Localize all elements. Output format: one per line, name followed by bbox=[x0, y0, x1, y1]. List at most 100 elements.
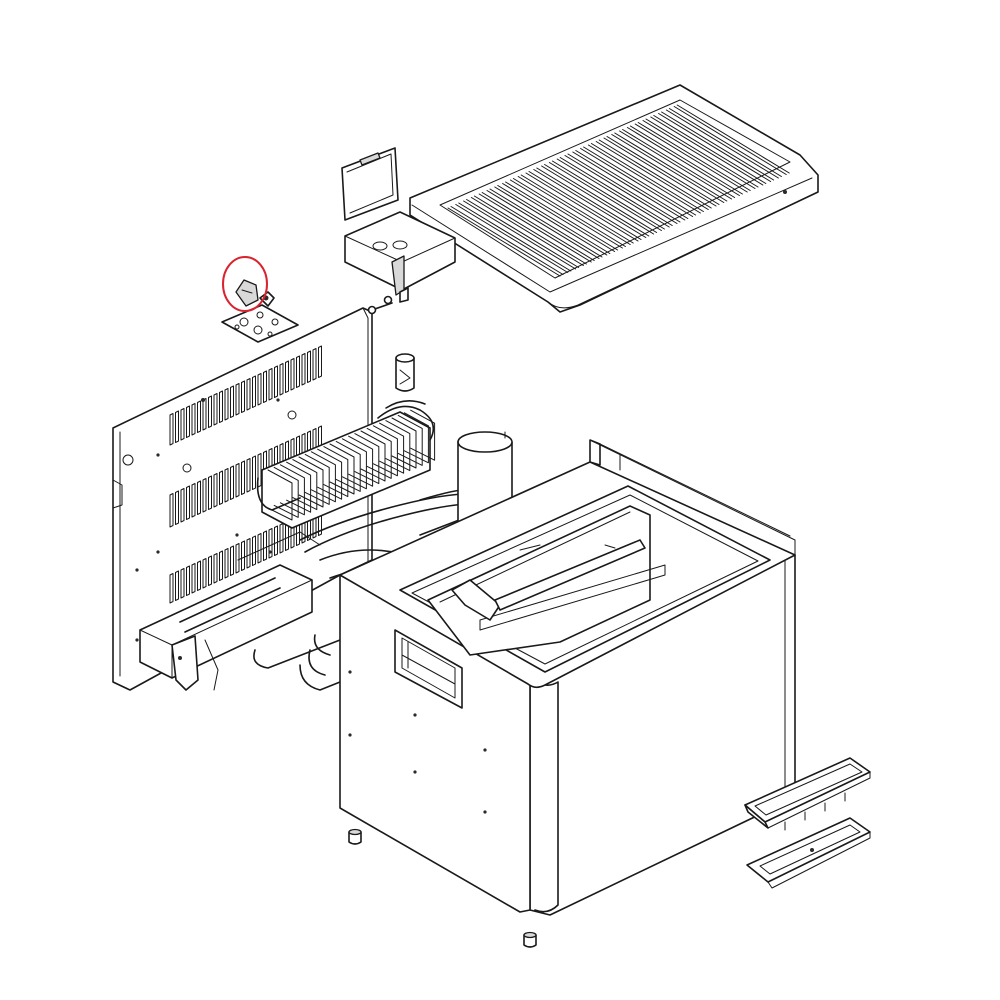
line bbox=[257, 373, 262, 406]
line bbox=[213, 553, 218, 584]
line bbox=[191, 483, 196, 518]
line bbox=[298, 456, 324, 508]
line bbox=[410, 409, 436, 461]
line bbox=[497, 185, 611, 254]
line bbox=[197, 560, 201, 591]
line bbox=[235, 543, 240, 574]
thermostat-knob[interactable] bbox=[235, 279, 275, 307]
line bbox=[175, 410, 179, 443]
line bbox=[551, 160, 665, 230]
line bbox=[385, 420, 411, 472]
line bbox=[505, 181, 619, 251]
line bbox=[307, 350, 311, 383]
fins bbox=[267, 409, 436, 521]
line bbox=[310, 451, 336, 503]
burner-assembly bbox=[139, 531, 321, 691]
line bbox=[224, 468, 229, 503]
line bbox=[629, 125, 743, 195]
line bbox=[341, 438, 367, 490]
line bbox=[536, 167, 650, 237]
line bbox=[489, 188, 603, 258]
line bbox=[208, 555, 212, 586]
line bbox=[567, 153, 681, 223]
line bbox=[517, 176, 631, 245]
door-handle-recess bbox=[394, 629, 463, 709]
line bbox=[575, 150, 689, 219]
line bbox=[191, 403, 196, 436]
line bbox=[478, 193, 592, 263]
line bbox=[224, 388, 229, 421]
line bbox=[525, 172, 639, 242]
grille-ribs bbox=[447, 104, 790, 277]
refrigerator-cabinet bbox=[339, 439, 796, 916]
vent-slots bbox=[169, 425, 322, 528]
line bbox=[528, 171, 642, 240]
line bbox=[318, 345, 322, 378]
line bbox=[186, 485, 190, 520]
line bbox=[520, 174, 634, 244]
line bbox=[180, 568, 185, 599]
line bbox=[202, 398, 207, 431]
line bbox=[219, 470, 223, 505]
line bbox=[252, 375, 256, 408]
line bbox=[564, 155, 678, 224]
line bbox=[458, 202, 572, 272]
line bbox=[235, 383, 240, 416]
line bbox=[580, 148, 694, 217]
line bbox=[559, 157, 673, 226]
small-sleeve bbox=[395, 353, 415, 392]
line bbox=[583, 146, 697, 216]
line bbox=[268, 368, 273, 401]
line bbox=[486, 190, 600, 259]
line bbox=[360, 430, 386, 482]
top-cover-grille bbox=[409, 84, 819, 313]
line bbox=[180, 408, 185, 441]
line bbox=[354, 433, 380, 485]
line bbox=[619, 130, 733, 200]
line bbox=[572, 151, 686, 221]
line bbox=[219, 390, 223, 423]
line bbox=[512, 178, 626, 247]
line bbox=[246, 458, 251, 493]
tray bbox=[744, 757, 871, 831]
line bbox=[175, 490, 179, 525]
line bbox=[676, 104, 790, 174]
line bbox=[494, 186, 608, 256]
line bbox=[622, 129, 736, 198]
line bbox=[595, 141, 709, 210]
line bbox=[533, 169, 647, 238]
access-panel bbox=[341, 147, 399, 221]
line bbox=[544, 164, 658, 233]
line bbox=[263, 370, 267, 403]
line bbox=[466, 199, 580, 268]
line bbox=[323, 446, 349, 498]
lid-bracket bbox=[344, 211, 456, 303]
line bbox=[230, 545, 234, 576]
line bbox=[175, 570, 179, 601]
line bbox=[587, 144, 701, 214]
line bbox=[470, 197, 584, 266]
line bbox=[169, 413, 174, 446]
foot-left bbox=[348, 828, 362, 845]
line bbox=[180, 488, 185, 523]
line bbox=[668, 108, 782, 177]
line bbox=[301, 353, 306, 386]
line bbox=[246, 538, 251, 569]
line bbox=[650, 116, 764, 186]
line bbox=[202, 558, 207, 589]
line bbox=[606, 136, 720, 205]
line bbox=[590, 143, 704, 212]
line bbox=[379, 422, 405, 474]
line bbox=[230, 385, 234, 418]
line bbox=[268, 528, 273, 559]
line bbox=[447, 207, 561, 277]
line bbox=[292, 459, 318, 511]
line bbox=[290, 358, 295, 391]
line bbox=[509, 179, 623, 249]
line bbox=[653, 115, 767, 184]
line bbox=[279, 523, 284, 554]
line bbox=[252, 455, 256, 490]
line bbox=[658, 113, 772, 182]
line bbox=[197, 480, 201, 515]
